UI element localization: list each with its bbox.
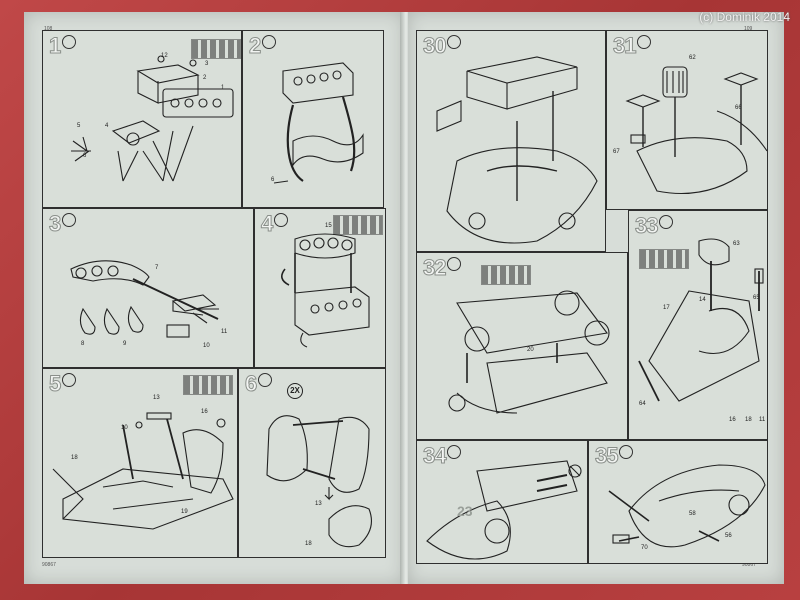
step-number: 2 [248,33,277,59]
step-35-drawing [608,464,766,548]
part-number: 7 [155,265,159,271]
part-number: 66 [735,105,742,111]
part-number: 1 [221,85,225,91]
part-number: 6 [271,177,275,183]
step-33-drawing [638,238,764,402]
part-number: 8 [81,341,85,347]
paint-legend [183,375,233,395]
copyright-watermark: (c) Dominik 2014 [699,10,790,24]
part-number: 18 [745,417,752,423]
step-panel-6: 6 2X 13 18 [238,368,386,558]
step-31-drawing [625,66,767,194]
part-number: 11 [759,417,766,423]
part-number: 23 [457,503,473,519]
step-number: 3 [48,211,77,237]
step-1-drawing [71,55,234,182]
part-number: 18 [305,541,312,547]
paint-legend [191,39,241,59]
step-2-drawing [273,62,364,184]
part-number: 17 [663,305,670,311]
step-number: 35 [594,443,634,469]
step-panel-34: 34 23 [416,440,588,564]
right-page: 109 90867 30 31 [408,12,784,584]
part-number: 70 [641,545,648,551]
step-30-drawing [436,56,598,244]
step-number: 5 [48,371,77,397]
page-folio-top-left: 108 [44,26,53,32]
step-5-drawing [52,412,234,530]
part-number: 11 [221,329,228,335]
page-folio-bottom-left: 90867 [42,562,56,568]
step-number: 34 [422,443,462,469]
step-number: 6 [244,371,273,397]
step-panel-32: 32 20 [416,252,628,440]
check-icon [62,213,77,227]
step-32-drawing [448,290,610,414]
part-number: 3 [205,61,209,67]
step-panel-5: 5 13 10 16 18 19 [42,368,238,558]
part-number: 20 [527,347,534,353]
step-number: 33 [634,213,674,239]
part-number: 13 [315,501,322,507]
step-3-drawing [70,260,219,338]
step-34-drawing [426,460,582,560]
check-icon [62,373,77,387]
part-number: 2 [203,75,207,81]
instruction-booklet: 108 90867 1 12 3 1 2 4 [24,12,784,584]
step-4-drawing [281,233,370,348]
step-panel-4: 4 15 [254,208,386,368]
step-6-drawing [266,415,372,548]
check-icon [62,35,77,49]
step-number: 32 [422,255,462,281]
page-folio-top-right: 109 [744,26,753,32]
check-icon [447,35,462,49]
step-number: 1 [48,33,77,59]
part-number: 65 [753,295,760,301]
part-number: 6 [83,153,87,159]
part-number: 12 [161,53,168,59]
step-number: 30 [422,33,462,59]
part-number: 9 [123,341,127,347]
part-number: 14 [699,297,706,303]
check-icon [262,35,277,49]
part-number: 19 [181,509,188,515]
part-number: 18 [71,455,78,461]
step-number: 4 [260,211,289,237]
part-number: 56 [725,533,732,539]
step-number: 31 [612,33,652,59]
part-number: 16 [729,417,736,423]
check-icon [637,35,652,49]
left-page: 108 90867 1 12 3 1 2 4 [24,12,404,584]
part-number: 15 [325,223,332,229]
step-panel-3: 3 7 8 9 10 11 [42,208,254,368]
page-folio-bottom-right: 90867 [742,562,756,568]
step-panel-1: 1 12 3 1 2 4 5 6 [42,30,242,208]
check-icon [619,445,634,459]
part-number: 10 [203,343,210,349]
step-panel-2: 2 6 [242,30,384,208]
part-number: 13 [153,395,160,401]
check-icon [447,445,462,459]
check-icon [274,213,289,227]
part-number: 67 [613,149,620,155]
step-panel-35: 35 58 56 70 [588,440,768,564]
paint-legend [639,249,689,269]
part-number: 10 [121,425,128,431]
check-icon [659,215,674,229]
step-panel-33: 33 63 17 14 65 64 16 18 11 [628,210,768,440]
part-number: 16 [201,409,208,415]
paint-legend [481,265,531,285]
check-icon [258,373,273,387]
part-number: 64 [639,401,646,407]
part-number: 63 [733,241,740,247]
part-number: 4 [105,123,109,129]
part-number: 5 [77,123,81,129]
quantity-badge: 2X [287,383,303,399]
check-icon [447,257,462,271]
part-number: 58 [689,511,696,517]
step-panel-30: 30 [416,30,606,252]
part-number: 62 [689,55,696,61]
paint-legend [333,215,383,235]
step-panel-31: 31 62 66 67 [606,30,768,210]
